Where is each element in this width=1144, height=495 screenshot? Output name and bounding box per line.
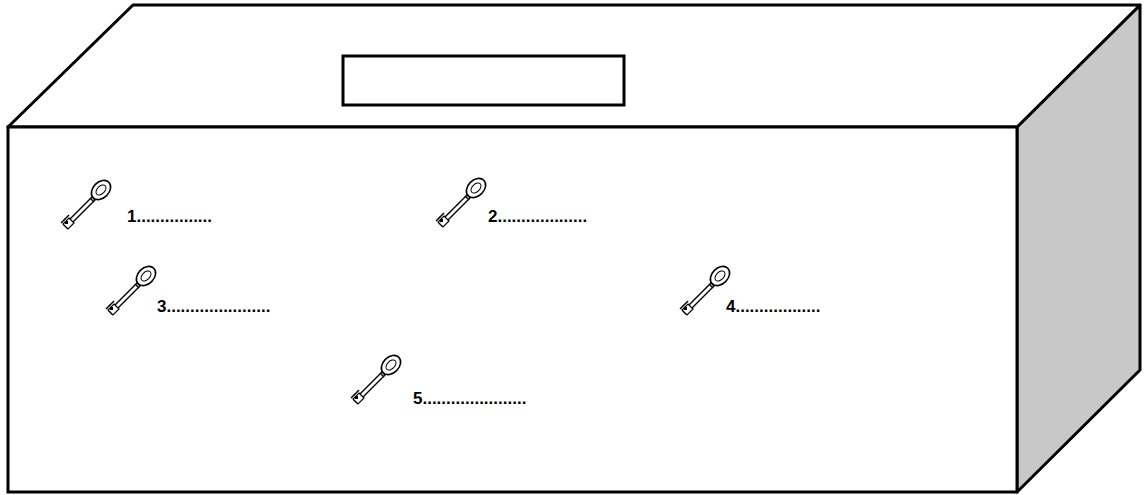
callout-number: 2...................	[488, 207, 587, 227]
key-icon	[351, 352, 404, 404]
callout-number: 5......................	[413, 389, 526, 409]
box-front	[8, 127, 1017, 492]
key-icon	[436, 175, 489, 227]
box-slot	[343, 56, 624, 105]
key-icon	[106, 263, 159, 315]
key-icon	[61, 177, 114, 229]
key-icon	[680, 263, 733, 315]
callout-number: 3......................	[157, 297, 270, 317]
callout-number: 1................	[127, 207, 212, 227]
box-top	[8, 5, 1140, 127]
callout-number: 4..................	[726, 297, 820, 317]
